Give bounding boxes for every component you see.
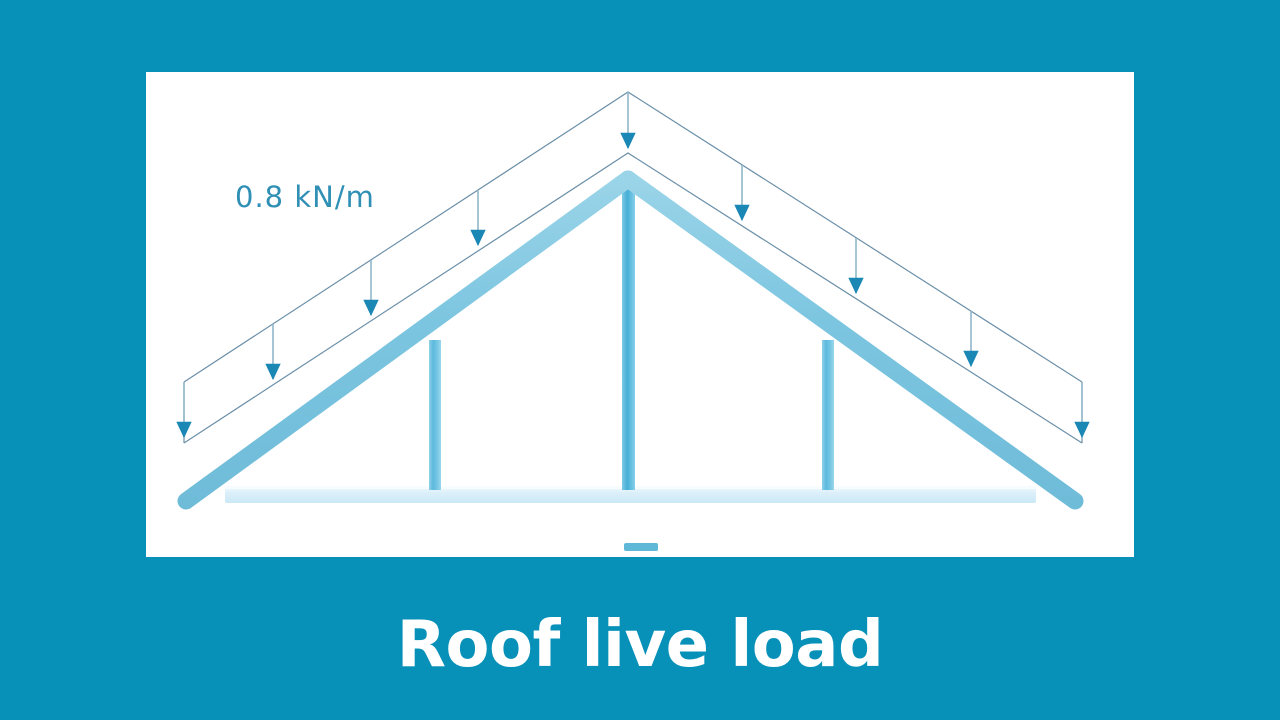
truss-posts xyxy=(429,184,834,490)
load-magnitude-label: 0.8 kN/m xyxy=(235,180,375,214)
post-right xyxy=(822,340,834,490)
post-left xyxy=(429,340,441,490)
rafter-left xyxy=(177,170,637,510)
page-title: Roof live load xyxy=(396,608,884,682)
rafter-right xyxy=(619,170,1084,510)
roof-truss-diagram: 0.8 kN/m xyxy=(176,91,1090,551)
accent-dash xyxy=(624,543,658,551)
rafters xyxy=(177,170,1084,510)
figure-card: 0.8 kN/m xyxy=(146,72,1134,557)
post-center-king xyxy=(622,184,635,490)
load-arrows xyxy=(176,92,1090,439)
